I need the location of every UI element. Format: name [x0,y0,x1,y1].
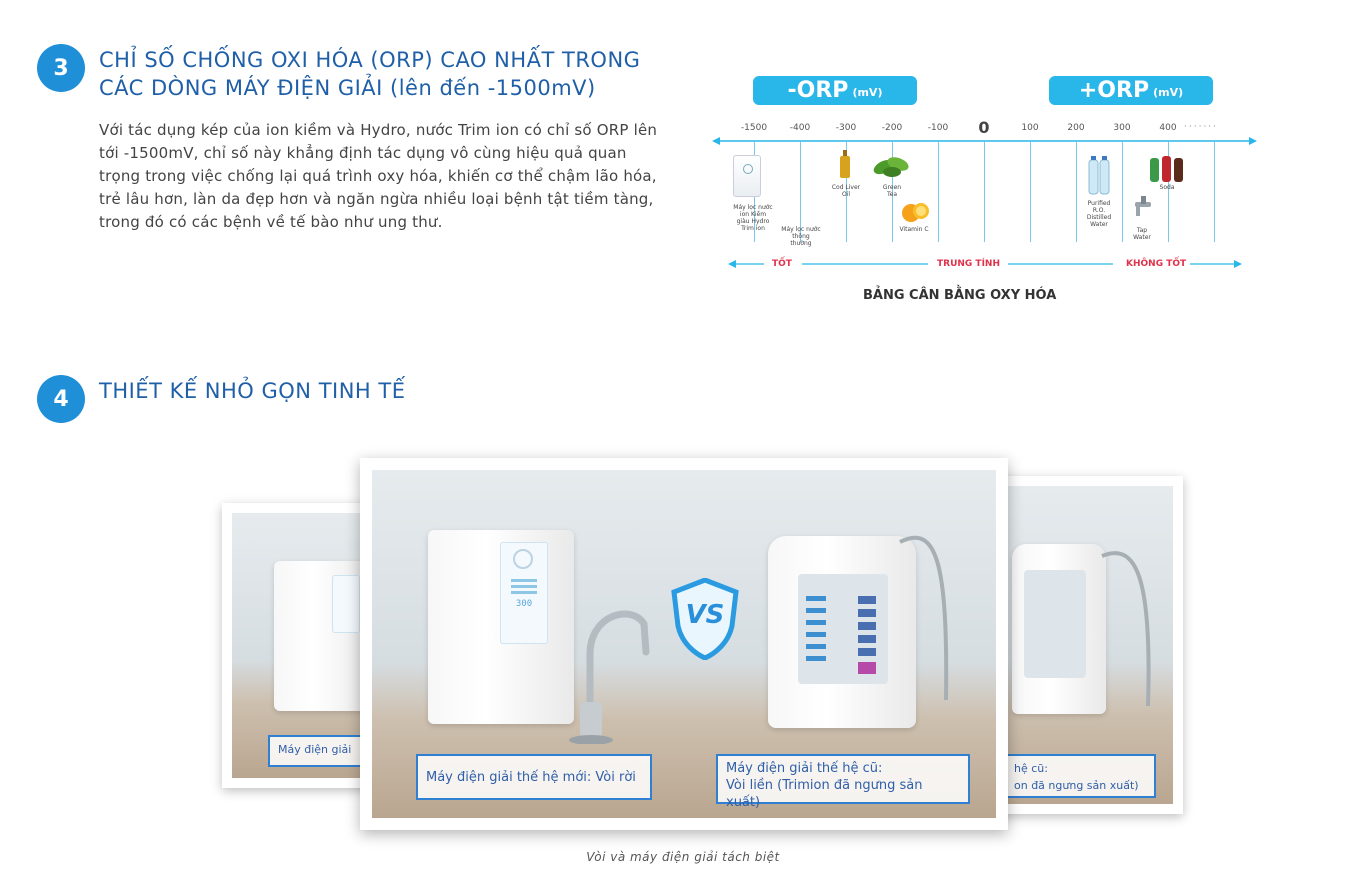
positive-orp-unit: (mV) [1153,86,1184,99]
soda-bottles-icon [1150,156,1183,182]
item-label-trimion: Máy lọc nước ion Kiềm giàu Hydro Trim io… [733,204,773,232]
axis-gridline [800,142,801,242]
axis-tick-label: 100 [1021,123,1039,133]
balance-scale-line [728,260,1242,268]
gallery-caption: Vòi và máy điện giải tách biệt [586,850,780,864]
orange-vitamin-c-icon [902,203,929,222]
axis-zero-label: 0 [978,118,990,137]
axis-gridline [1168,142,1169,242]
machine-display-value: 300 [515,599,533,609]
caption-line: Máy điện giải thế hệ cũ: [726,761,883,776]
spout-pipe [1101,551,1151,707]
axis-tick-label: 200 [1067,123,1085,133]
positive-orp-label: +ORP [1078,78,1150,103]
negative-orp-pill: -ORP (mV) [753,76,917,105]
section-title-line: CÁC DÒNG MÁY ĐIỆN GIẢI (lên đến -1500mV) [99,76,596,100]
item-label-green-tea: Green Tea [882,184,902,198]
section-body-text: Với tác dụng kép của ion kiềm và Hydro, … [99,121,658,231]
scale-bad-label: KHÔNG TỐT [1126,259,1187,269]
section-number-badge: 4 [37,375,85,423]
axis-gridline [1122,142,1123,242]
axis-tick-label: 400 [1159,123,1177,133]
caption-box: hệ cũ: on đã ngưng sản xuất) [1006,754,1156,798]
caption-line: hệ cũ: [1014,762,1048,775]
green-tea-leaves-icon [873,157,909,177]
axis-gridline [892,142,893,242]
negative-orp-label: -ORP [787,78,849,103]
axis-gridline [938,142,939,242]
axis-tick-label: -300 [835,123,857,133]
old-generation-caption-box: Máy điện giải thế hệ cũ: Vòi liền (Trimi… [716,754,970,810]
chart-caption: BẢNG CÂN BẰNG OXY HÓA [863,288,1057,303]
electrolyzer-machine [274,561,374,711]
section-number-badge: 3 [37,44,85,92]
axis-tick-label: -1500 [740,123,768,133]
item-label-vitamin-c: Vitamin C [899,226,929,233]
caption-line: on đã ngưng sản xuất) [1014,779,1139,792]
item-label-purified-water: Purified R.O. Distilled Water [1086,200,1112,228]
caption-line: Vòi liền (Trimion đã ngưng sản xuất) [726,778,923,810]
item-label-cod-liver-oil: Cod Liver Oil [831,184,861,198]
section-title: CHỈ SỐ CHỐNG OXI HÓA (ORP) CAO NHẤT TRON… [99,46,640,102]
item-label-normal-filter: Máy lọc nước thông thường [781,226,821,247]
section-title: THIẾT KẾ NHỎ GỌN TINH TẾ [99,379,406,403]
oil-bottle-icon [840,150,850,178]
negative-orp-unit: (mV) [852,86,883,99]
spout-pipe [899,535,949,701]
trimion-machine-icon [733,155,761,197]
item-label-tap-water: Tap Water [1133,227,1151,241]
gallery-photo-right[interactable]: hệ cũ: on đã ngưng sản xuất) [996,476,1183,814]
positive-orp-pill: +ORP (mV) [1049,76,1213,105]
new-generation-caption-box: Máy điện giải thế hệ mới: Vòi rời [416,754,652,800]
axis-continuation-dots: ······· [1184,122,1219,132]
item-label-soda: Soda [1159,184,1175,191]
axis-tick-label: -200 [881,123,903,133]
axis-tick-label: -400 [789,123,811,133]
axis-gridline [846,142,847,242]
faucet-icon [569,610,650,744]
water-tap-icon [1135,196,1151,216]
new-generation-machine: 300 [428,530,574,724]
axis-gridline [1076,142,1077,242]
orp-axis-line [712,137,1257,145]
old-generation-machine [768,536,916,728]
section-title-line: CHỈ SỐ CHỐNG OXI HÓA (ORP) CAO NHẤT TRON… [99,48,641,72]
gallery-photo-center[interactable]: 300 VS Máy điện giải thế hệ mới: Vòi rời [360,458,1008,830]
vs-shield-icon [671,578,739,660]
scale-good-label: TỐT [772,259,792,269]
axis-tick-label: -100 [927,123,949,133]
scale-neutral-label: TRUNG TÍNH [937,259,1000,269]
vs-label: VS [685,600,725,630]
water-bottles-icon [1088,156,1110,195]
axis-gridline [984,142,985,242]
axis-tick-label: 300 [1113,123,1131,133]
axis-gridline [1214,142,1215,242]
electrolyzer-machine [1012,544,1106,714]
axis-gridline [1030,142,1031,242]
